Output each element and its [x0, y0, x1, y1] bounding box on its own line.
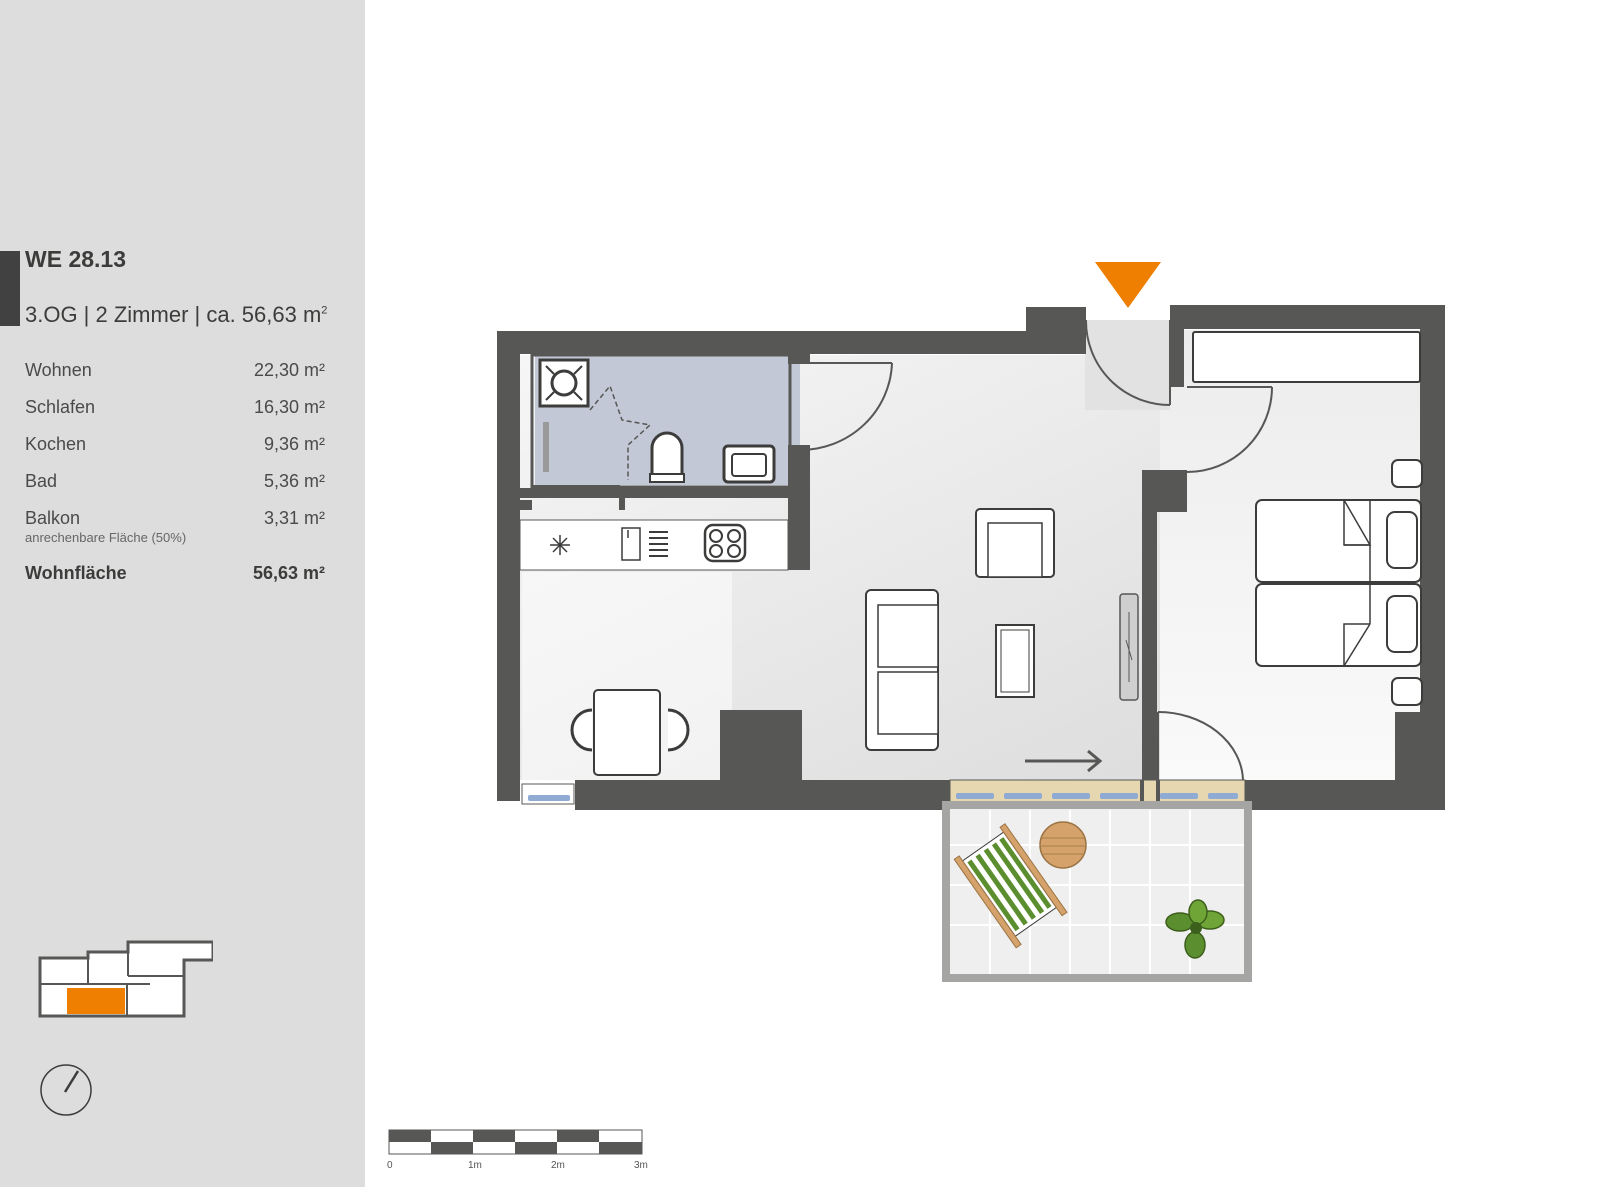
wall-bedroom-mid — [1142, 470, 1187, 512]
wall-north-left — [497, 331, 1042, 354]
direction-arrow-icon — [1025, 749, 1103, 773]
wardrobe-icon — [1192, 331, 1421, 383]
kitchen-counter — [519, 519, 789, 571]
wall-west — [497, 331, 520, 801]
balcony-door-frame — [949, 779, 1246, 805]
balcony-windows — [956, 793, 1238, 799]
accent-bar — [0, 251, 20, 326]
scale-label-2: 2m — [551, 1160, 565, 1171]
north-arrow-icon — [40, 1064, 92, 1116]
unit-title: WE 28.13 — [25, 246, 126, 272]
wall-bath-south — [520, 488, 790, 498]
wall-kitchen-east — [788, 445, 810, 570]
radiator-icon — [1119, 593, 1139, 701]
area-value: 22,30 m² — [253, 360, 325, 380]
dining-table — [570, 689, 690, 776]
doors — [799, 319, 1273, 781]
wall-bath-stub — [788, 354, 810, 364]
entrance-arrow-icon — [1095, 262, 1161, 308]
floor-locator-icon — [38, 940, 213, 1018]
deck-chair-icon — [953, 823, 1068, 949]
floor-locator-highlight — [67, 988, 125, 1014]
wall-north-step — [1026, 307, 1086, 354]
shower-door — [589, 384, 652, 480]
area-label: Schlafen — [25, 397, 96, 417]
scale-bar: 0 1m 2m 3m — [387, 1129, 648, 1171]
nightstand-icon — [1391, 677, 1423, 706]
area-value: 5,36 m² — [263, 471, 325, 491]
side-table-icon — [1039, 821, 1087, 869]
total-value: 56,63 m² — [252, 563, 325, 583]
area-value: 9,36 m² — [263, 434, 325, 454]
balcony — [942, 801, 1252, 982]
area-value: 3,31 m² — [263, 508, 325, 528]
armchair-icon — [975, 508, 1055, 578]
sofa-icon — [865, 589, 939, 751]
area-value: 16,30 m² — [253, 397, 325, 417]
double-bed-icon — [1255, 499, 1422, 667]
unit-summary-text: 3.OG | 2 Zimmer | ca. 56,63 m — [25, 302, 322, 327]
area-label: Kochen — [25, 434, 87, 454]
wall-column — [720, 710, 802, 782]
unit-summary-sup: 2 — [321, 304, 328, 317]
unit-summary: 3.OG | 2 Zimmer | ca. 56,63 m2 — [25, 302, 327, 328]
wall-bath-stub2 — [520, 500, 532, 510]
wall-south-left — [575, 780, 950, 810]
wall-south-right — [1245, 780, 1445, 810]
area-label: Wohnen — [25, 360, 92, 380]
towel-rail — [543, 422, 549, 472]
area-label: Balkon — [25, 508, 81, 528]
total-label: Wohnfläche — [25, 563, 127, 583]
window — [528, 795, 570, 801]
toilet-icon — [650, 431, 684, 482]
sink-drainer-icon — [621, 527, 668, 561]
fridge-icon — [550, 535, 570, 555]
area-label: Bad — [25, 471, 58, 491]
nightstand-icon — [1391, 459, 1423, 488]
stove-icon — [703, 523, 747, 563]
wall-bedroom-top — [1170, 305, 1184, 387]
plant-icon — [1165, 899, 1225, 959]
bathroom-fixtures — [538, 358, 776, 484]
scale-label-3: 3m — [634, 1160, 648, 1171]
bathroom-outline — [530, 353, 792, 489]
scale-label-0: 0 — [387, 1160, 393, 1171]
wall-partition — [1142, 512, 1157, 780]
scale-label-1: 1m — [468, 1160, 482, 1171]
info-sidebar: WE 28.13 3.OG | 2 Zimmer | ca. 56,63 m2 … — [0, 0, 365, 1187]
area-note: anrechenbare Fläche (50%) — [25, 530, 187, 545]
coffee-table-icon — [995, 624, 1035, 698]
walls — [497, 305, 1445, 810]
wall-north-right — [1170, 305, 1445, 329]
